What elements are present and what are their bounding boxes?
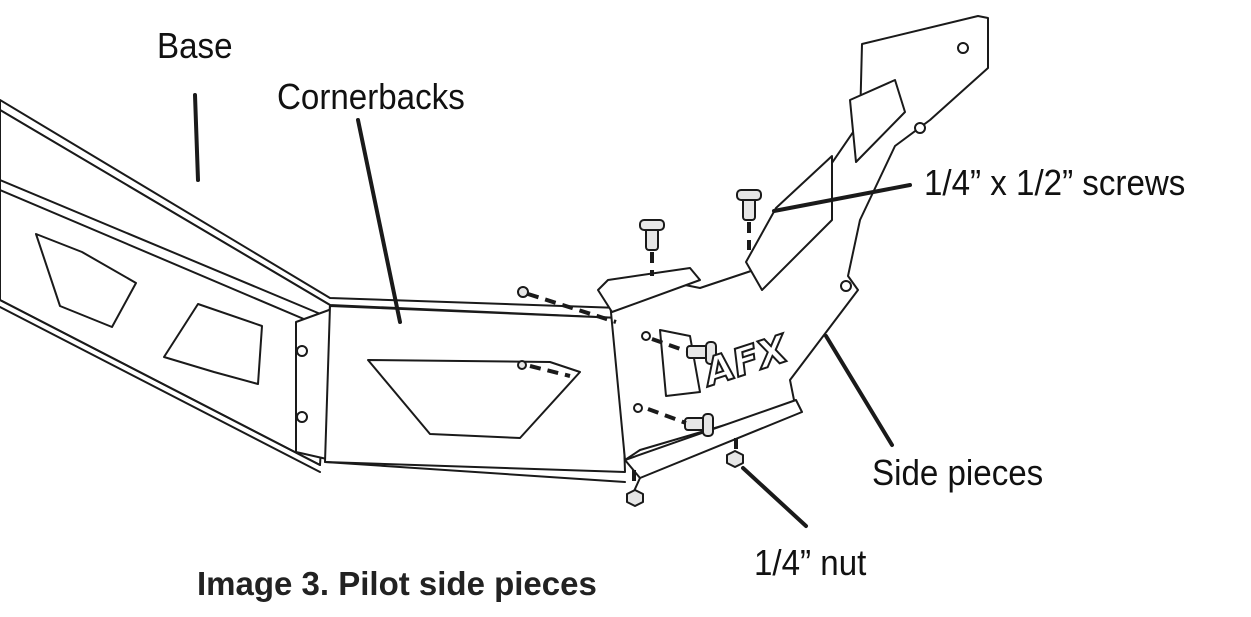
label-nut: 1/4” nut [754,542,867,583]
leader-lines [193,93,912,528]
base-cutout [163,303,263,385]
label-side-pieces: Side pieces [872,452,1044,493]
nut [726,450,744,468]
nut-leader [741,466,808,528]
cornerback-bracket [295,305,626,483]
base-leader [193,93,200,182]
screws-leader [772,183,912,213]
base-cutout [35,233,137,328]
side-cutout [849,79,906,163]
base-rail [0,99,621,473]
figure-caption: Image 3. Pilot side pieces [197,565,597,602]
side-cutout [745,155,833,291]
screw-hardware [517,189,762,507]
label-screws: 1/4” x 1/2” screws [924,162,1186,203]
side-pieces-leader [824,334,894,447]
side-piece-plate [597,15,989,501]
assembly-guides [527,222,751,488]
label-cornerbacks: Cornerbacks [277,76,465,117]
cornerbacks-leader [356,118,402,324]
nut [626,489,644,507]
label-base: Base [157,25,233,66]
